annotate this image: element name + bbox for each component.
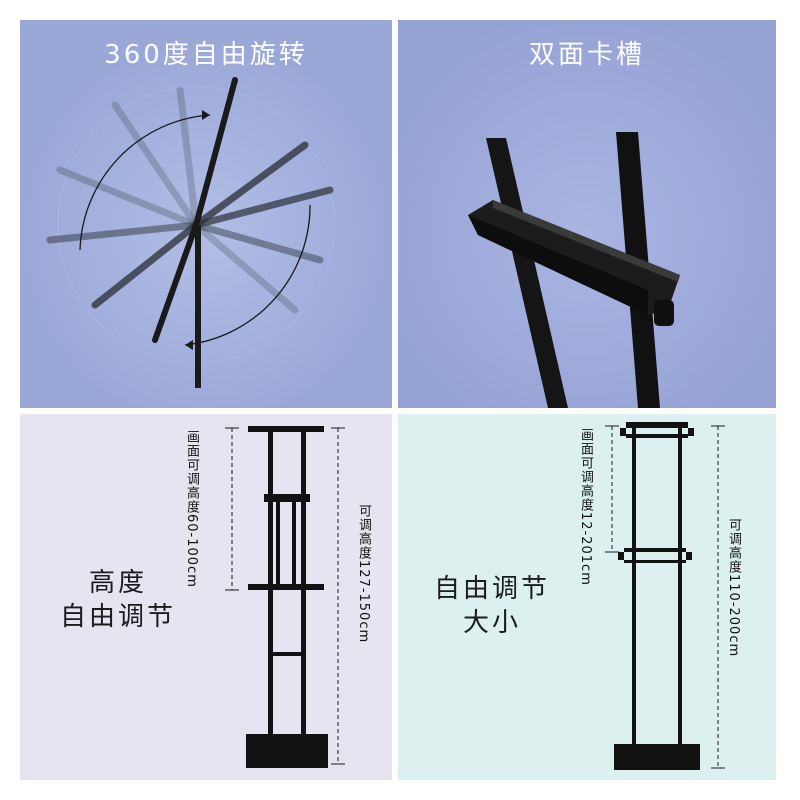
- total-height-label: 可调高度110-200cm: [726, 518, 741, 658]
- adjustable-size-frame-stand: [605, 422, 725, 770]
- rotating-frame-illustration: [20, 20, 392, 408]
- panel-height-adjust: 画面可调高度60-100cm 可调高度127-150cm 高度 自由调节: [20, 414, 392, 780]
- frame-height-label: 画面可调高度12-201cm: [578, 428, 593, 586]
- caption-line-2: 大小: [462, 608, 521, 638]
- caption-line-2: 自由调节: [59, 602, 176, 632]
- panel-rotation: 360度自由旋转: [20, 20, 392, 408]
- panel-title: 360度自由旋转: [104, 40, 308, 70]
- total-height-label: 可调高度127-150cm: [356, 504, 371, 644]
- panel-size-adjust: 画面可调高度12-201cm 可调高度110-200cm 自由调节 大小: [398, 414, 776, 780]
- double-sided-slot-illustration: [398, 20, 776, 408]
- panel-double-slot: 双面卡槽: [398, 20, 776, 408]
- caption-line-1: 高度: [88, 568, 147, 598]
- frame-height-label: 画面可调高度60-100cm: [184, 430, 199, 588]
- panel-title: 双面卡槽: [528, 40, 645, 70]
- adjustable-height-stand: [225, 426, 345, 768]
- caption-line-1: 自由调节: [433, 574, 550, 604]
